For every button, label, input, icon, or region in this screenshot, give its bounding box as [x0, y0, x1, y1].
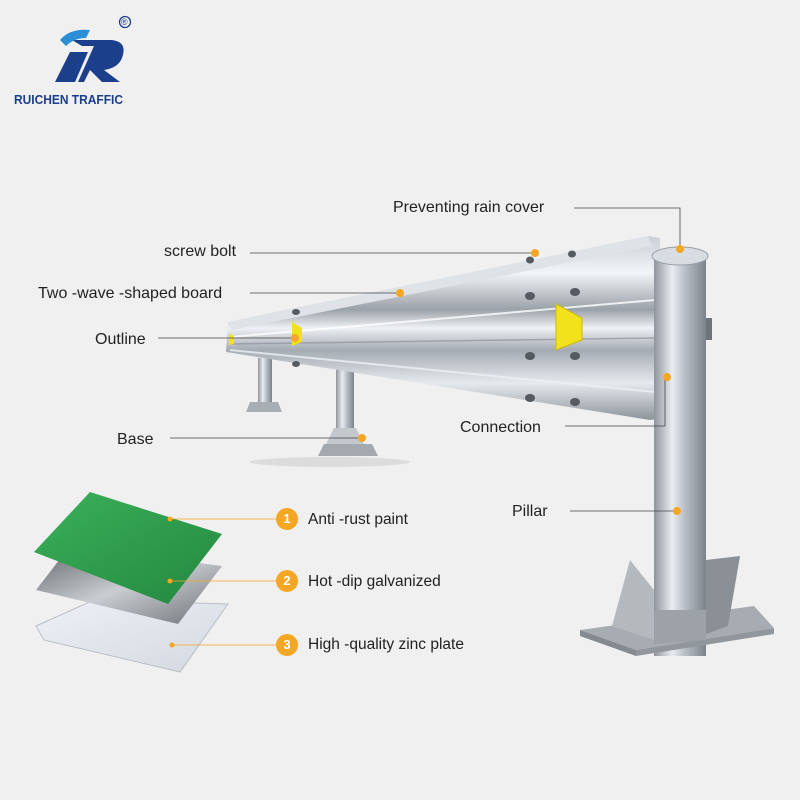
label-pillar: Pillar — [512, 503, 548, 520]
layer-2-badge: 2 — [276, 570, 298, 592]
ruichen-logo-icon — [55, 15, 132, 82]
base-post — [318, 368, 378, 456]
label-connection: Connection — [460, 419, 541, 436]
registered-mark: ® — [121, 17, 128, 27]
base-post-back — [246, 358, 282, 412]
w-beam-rail — [226, 236, 712, 420]
label-board: Two -wave -shaped board — [38, 285, 223, 302]
layer-leader-lines — [170, 518, 276, 646]
layer-1-label: Anti -rust paint — [308, 511, 408, 528]
layer-1-badge: 1 — [276, 508, 298, 530]
brand-name: RUICHEN TRAFFIC — [14, 92, 123, 107]
label-outline: Outline — [95, 331, 146, 348]
callout-dots — [291, 245, 684, 515]
layer-3-label: High -quality zinc plate — [308, 636, 464, 653]
layer-3-badge: 3 — [276, 634, 298, 656]
leader-lines — [158, 207, 681, 512]
layer-2-label: Hot -dip galvanized — [308, 573, 441, 590]
pillar — [580, 246, 774, 656]
label-screw-bolt: screw bolt — [164, 243, 237, 260]
layer-paint — [34, 492, 222, 604]
label-base: Base — [117, 431, 154, 448]
label-rain-cover: Preventing rain cover — [393, 199, 545, 216]
